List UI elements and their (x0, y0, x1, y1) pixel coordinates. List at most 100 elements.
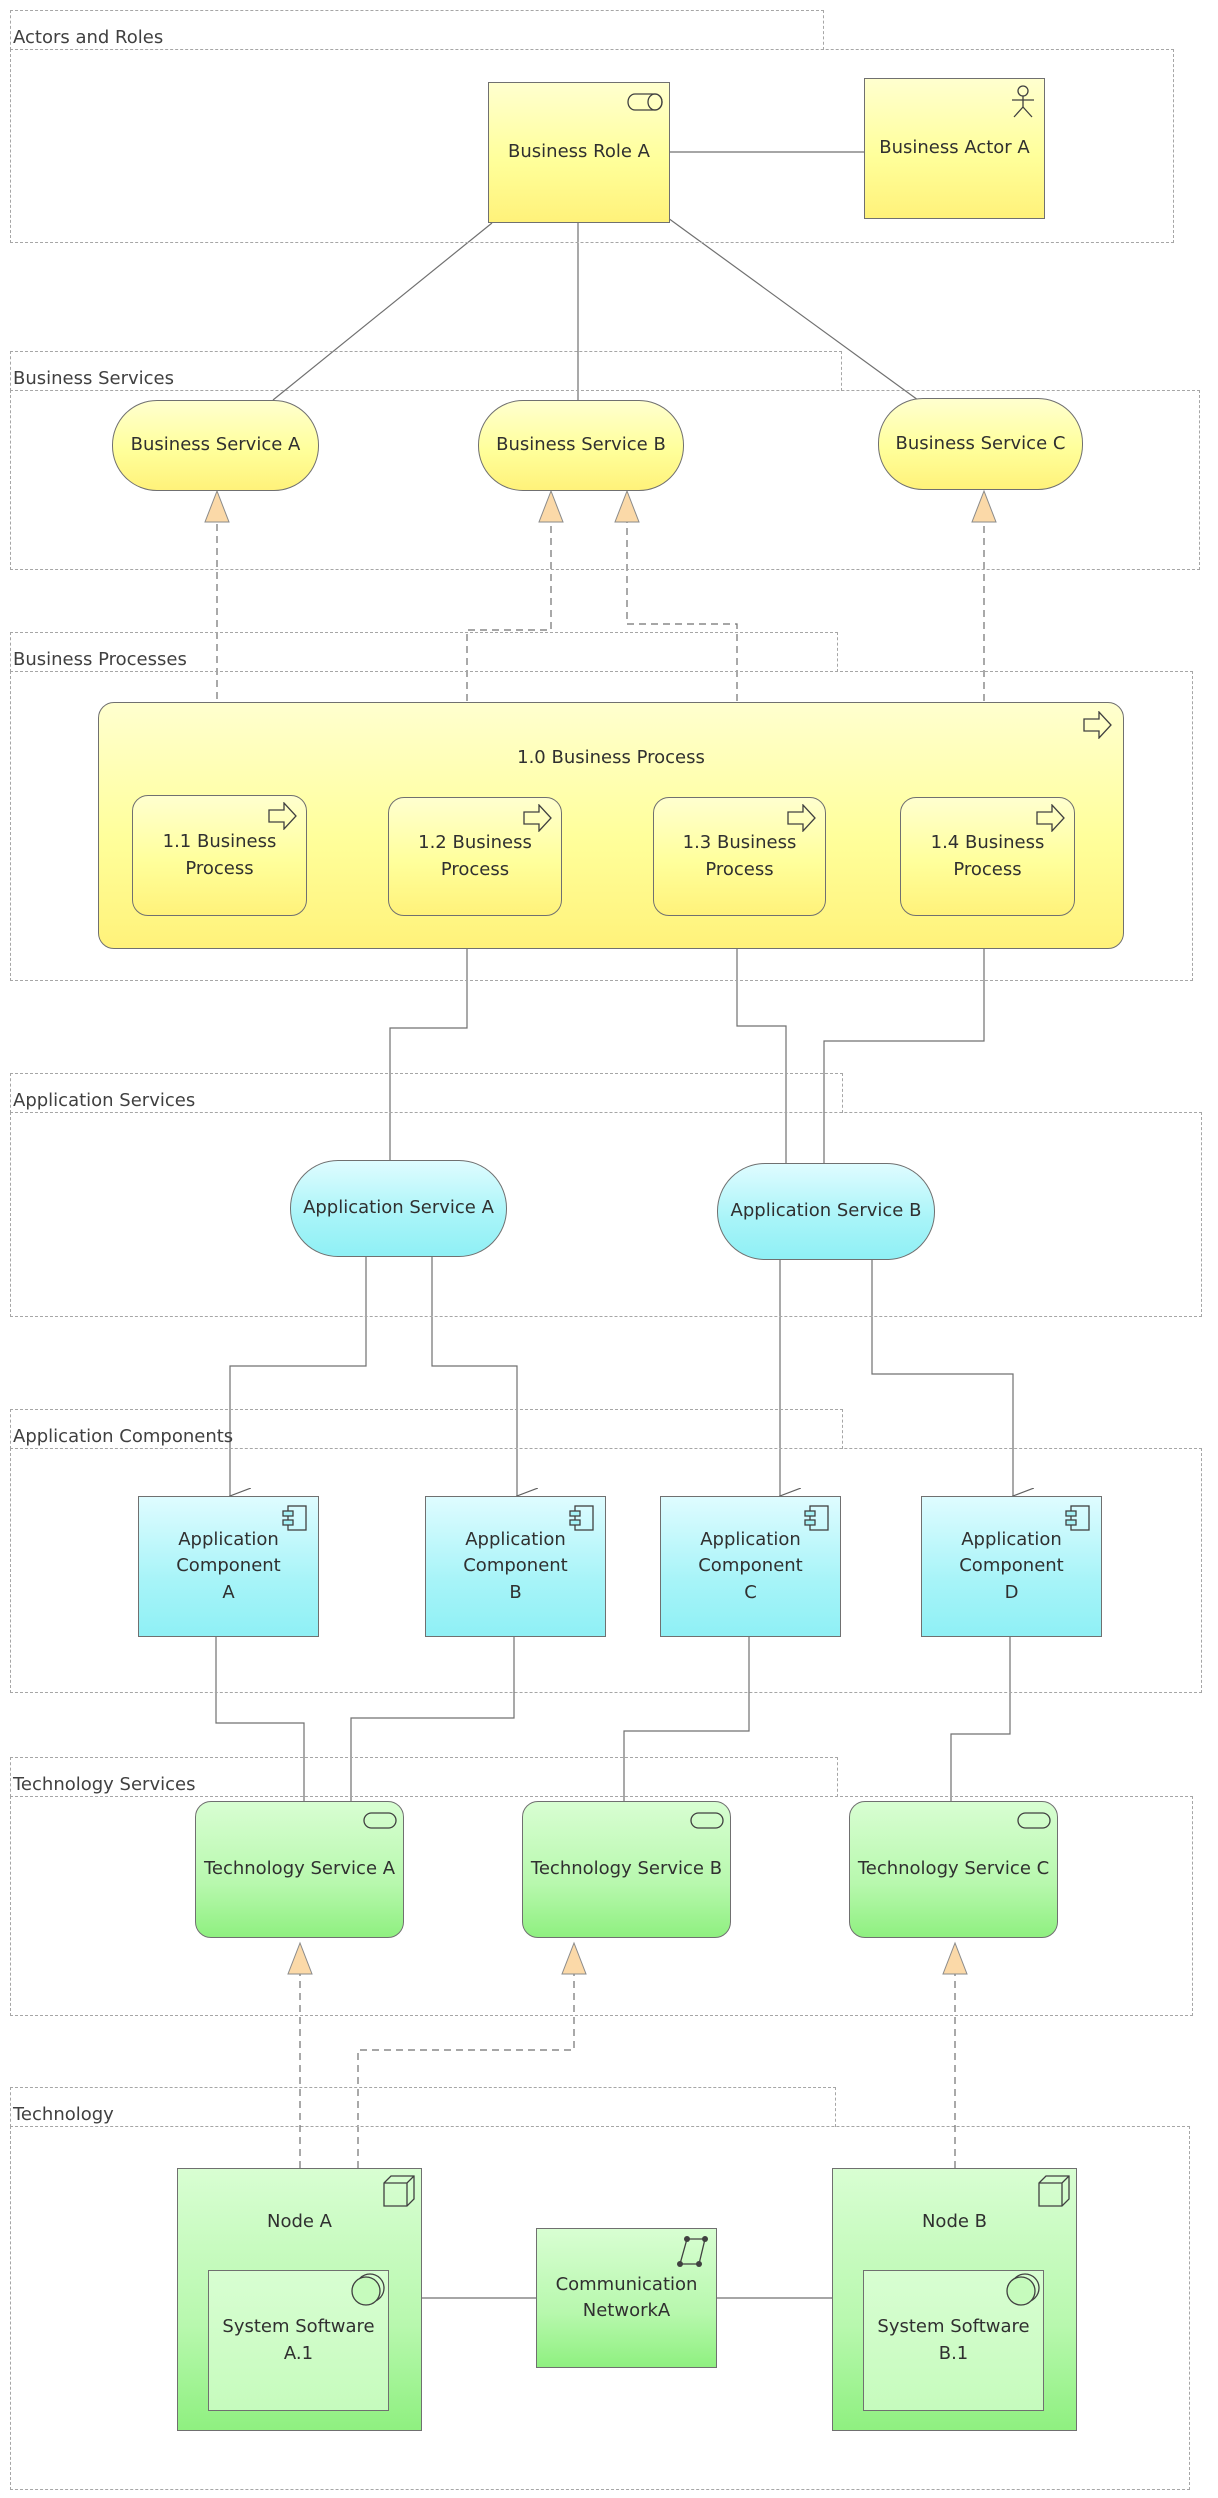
group-label: Technology Services (13, 1774, 196, 1795)
realization-lines-tech (299, 1972, 956, 2168)
process-icon (523, 804, 552, 832)
role-icon (627, 93, 663, 111)
element-label: Node B (921, 2211, 988, 2232)
element-label: Technology Service B (530, 1858, 723, 1880)
business-service-a[interactable]: Business Service A (112, 400, 319, 491)
serving-lines-comp-tech (215, 1637, 1011, 1801)
business-process-1-4[interactable]: 1.4 Business Process (900, 797, 1075, 916)
realization-head-techsvc-b (561, 1941, 587, 1975)
realization-heads-tech (287, 1941, 968, 1975)
system-software-icon (351, 2273, 385, 2306)
link-comp-d-techsvc-c (950, 1637, 1011, 1801)
realization-head-c (971, 489, 997, 523)
element-label: Business Role A (508, 141, 650, 163)
business-process-1-3[interactable]: 1.3 Business Process (653, 797, 826, 916)
element-label: Business Service A (130, 434, 301, 456)
element-label: Technology Service C (857, 1858, 1050, 1880)
node-icon (1038, 2175, 1070, 2207)
element-label: 1.3 Business Process (682, 832, 797, 880)
association-lines (272, 151, 919, 401)
business-actor-a[interactable]: Business Actor A (864, 78, 1045, 219)
link-comp-b-techsvc-a (350, 1637, 515, 1801)
association-role-service-a (272, 222, 493, 401)
network-icon (677, 2236, 708, 2267)
business-process-1-1[interactable]: 1.1 Business Process (132, 795, 307, 916)
link-comp-c-techsvc-b (623, 1637, 750, 1801)
system-software-a1[interactable]: System Software A.1 (208, 2270, 389, 2411)
element-label: Application Service A (303, 1197, 494, 1219)
element-label: 1.2 Business Process (418, 832, 532, 880)
component-icon (282, 1505, 307, 1531)
process-icon (787, 804, 816, 832)
component-icon (569, 1505, 594, 1531)
component-icon (1065, 1505, 1090, 1531)
node-icon (383, 2175, 415, 2207)
serving-p3-appsvc-b (736, 916, 787, 1165)
service-icon (1017, 1812, 1051, 1829)
element-label: Technology Service A (203, 1858, 396, 1880)
element-label: System Software A.1 (222, 2316, 375, 2364)
element-label: System Software B.1 (877, 2316, 1030, 2364)
process-icon (1036, 804, 1065, 832)
system-software-icon (1006, 2273, 1040, 2306)
serving-lines-process-app (389, 916, 985, 1165)
realization-head-b1 (538, 489, 564, 523)
group-label: Business Services (13, 368, 174, 389)
realization-head-b2 (614, 489, 640, 523)
element-label: 1.0 Business Process (517, 747, 705, 768)
element-label: Application Service B (730, 1200, 922, 1222)
business-role-a[interactable]: Business Role A (488, 82, 670, 223)
serving-p2-appsvc-a (389, 916, 468, 1162)
service-icon (690, 1812, 724, 1829)
system-software-b1[interactable]: System Software B.1 (863, 2270, 1044, 2411)
realization-p2-service-b (466, 520, 552, 797)
component-icon (804, 1505, 829, 1531)
group-label: Technology (13, 2104, 114, 2125)
business-service-b[interactable]: Business Service B (478, 400, 684, 491)
business-process-1-2[interactable]: 1.2 Business Process (388, 797, 562, 916)
technology-service-c[interactable]: Technology Service C (849, 1801, 1058, 1938)
element-label: 1.4 Business Process (930, 832, 1045, 880)
assignment-lines-app (230, 1257, 1013, 1496)
serving-p4-appsvc-b (823, 916, 985, 1165)
group-label: Application Components (13, 1426, 234, 1447)
actor-icon (1012, 85, 1034, 118)
service-icon (363, 1812, 397, 1829)
group-label: Actors and Roles (13, 27, 164, 48)
link-appsvc-b-comp-d (871, 1260, 1013, 1496)
realization-head-techsvc-a (287, 1941, 313, 1975)
realization-node-a-techsvc-b (357, 1972, 575, 2168)
group-label: Business Processes (13, 649, 187, 670)
technology-service-b[interactable]: Technology Service B (522, 1801, 731, 1938)
application-service-b[interactable]: Application Service B (717, 1163, 935, 1260)
business-service-c[interactable]: Business Service C (878, 398, 1083, 490)
realization-head-techsvc-c (942, 1941, 968, 1975)
technology-service-a[interactable]: Technology Service A (195, 1801, 404, 1938)
element-label: Node A (266, 2211, 332, 2232)
link-comp-a-techsvc-a (215, 1637, 305, 1801)
process-icon (1083, 711, 1112, 739)
group-label: Application Services (13, 1090, 196, 1111)
realization-head-a (204, 489, 230, 523)
realization-heads-business (204, 489, 997, 523)
element-label: 1.1 Business Process (162, 831, 277, 879)
element-label: Business Actor A (879, 137, 1030, 159)
node-a[interactable]: Node A System Software A.1 (177, 2168, 422, 2431)
association-role-service-c (667, 217, 919, 401)
link-appsvc-a-comp-a (230, 1257, 367, 1496)
link-appsvc-a-comp-b (431, 1257, 517, 1496)
element-label: Business Service C (895, 432, 1066, 454)
node-b[interactable]: Node B System Software B.1 (832, 2168, 1077, 2431)
application-service-a[interactable]: Application Service A (290, 1160, 507, 1257)
